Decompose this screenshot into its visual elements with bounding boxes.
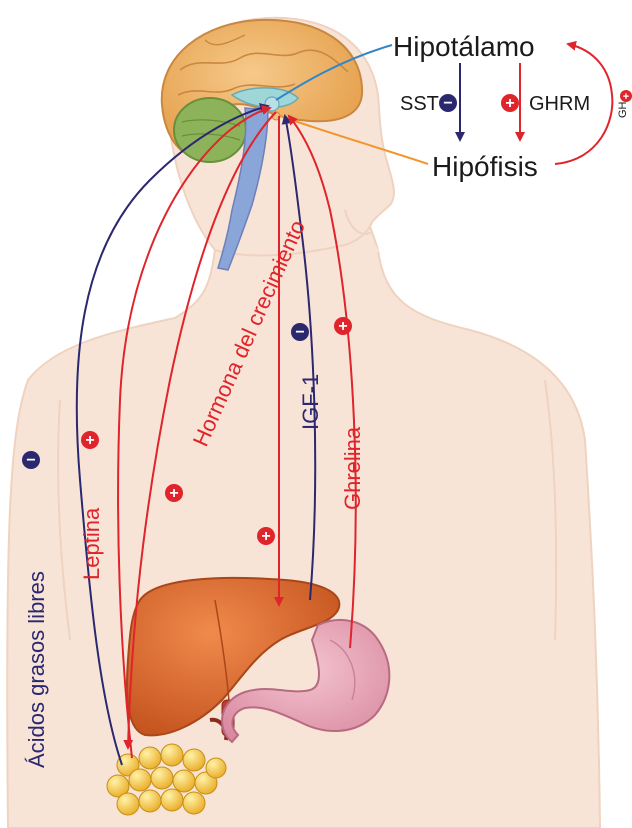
pituitary-label: Hipófisis (432, 151, 538, 182)
svg-text:−: − (443, 95, 452, 112)
ghrelin-label: Ghrelina (340, 426, 365, 510)
svg-text:+: + (261, 528, 270, 545)
svg-text:+: + (505, 95, 514, 112)
svg-text:+: + (169, 485, 178, 502)
gh-feedback-label: GH (617, 101, 629, 118)
free-fatty-acids-label: Ácidos grasos libres (24, 571, 49, 768)
sst-inhibition-sign: − (439, 94, 457, 112)
svg-text:−: − (295, 324, 304, 341)
gh-feedback-sign: + (620, 90, 632, 103)
svg-text:+: + (85, 432, 94, 449)
ghrelin-stimulation-sign: + (334, 317, 352, 335)
igf1-label: IGF-1 (298, 374, 323, 430)
leptin-label: Leptina (79, 507, 104, 580)
svg-text:−: − (26, 452, 35, 469)
igf1-inhibition-sign: − (291, 323, 309, 341)
svg-text:+: + (338, 318, 347, 335)
leptin-stimulation-sign: + (81, 431, 99, 449)
sst-label: SST (400, 93, 439, 115)
ghrh-label: GHRM (529, 93, 590, 115)
ghrh-stimulation-sign: + (501, 94, 519, 112)
hypothalamus-label: Hipotálamo (393, 31, 535, 62)
growth-hormone-liver-stimulation-sign: + (257, 527, 275, 545)
free-fatty-acids-inhibition-sign: − (22, 451, 40, 469)
growth-hormone-fat-stimulation-sign: + (165, 484, 183, 502)
svg-text:+: + (623, 91, 629, 103)
